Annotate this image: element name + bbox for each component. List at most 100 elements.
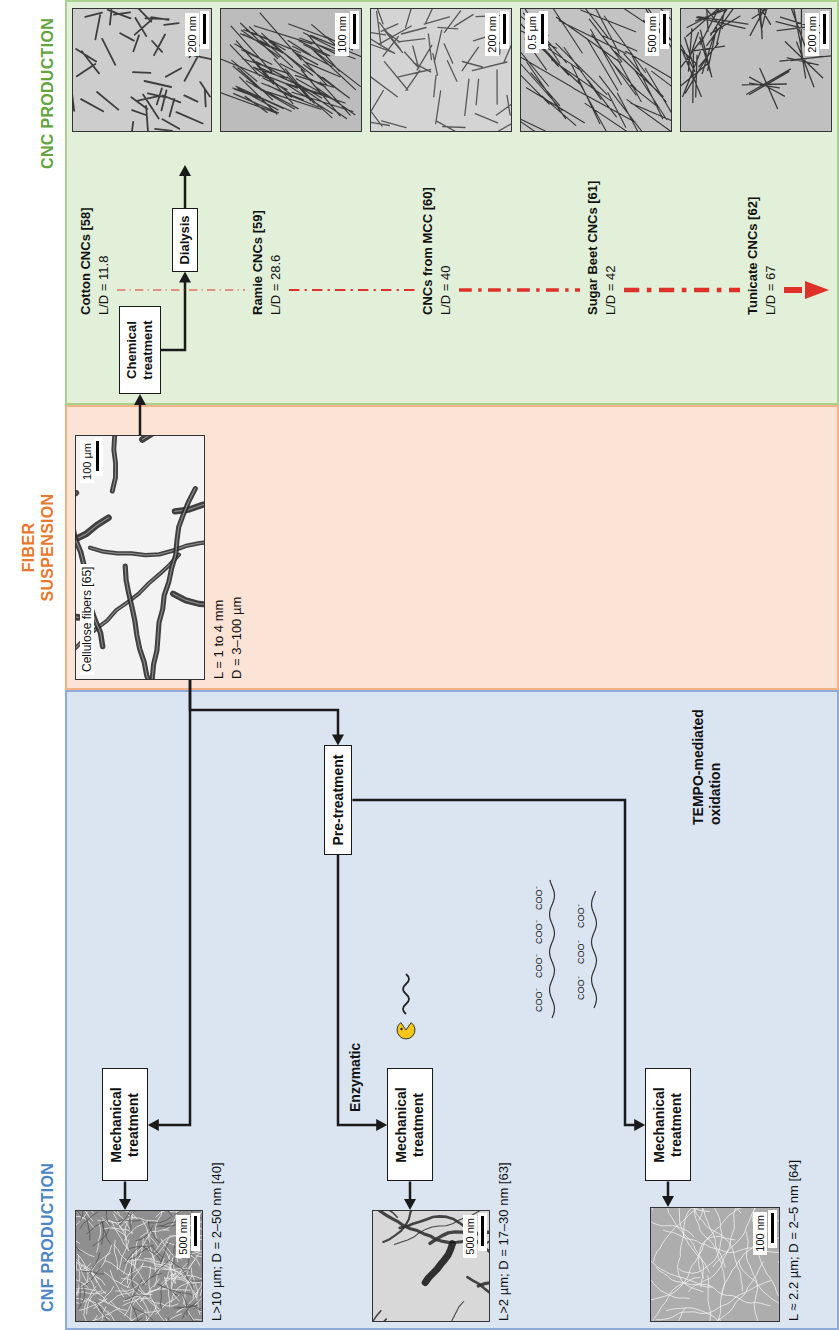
pretreatment-label: TEMPO-mediated oxidation bbox=[690, 700, 724, 825]
fibril-strands bbox=[400, 1302, 463, 1322]
scale-bar bbox=[194, 1216, 197, 1246]
cnc-micrograph: 0.5 µm 500 nm bbox=[520, 8, 672, 132]
process-box: Mechanical treatment bbox=[102, 1069, 148, 1182]
scale-bar bbox=[503, 14, 506, 44]
carboxyl-label: COO⁻ bbox=[534, 954, 545, 978]
dimension-caption: L ≈ 2.2 µm; D = 2–5 nm [64] bbox=[786, 1160, 802, 1321]
cnc-panel: CNC PRODUCTIONChemical treatmentDialysis… bbox=[65, 0, 839, 405]
cnc-micrograph: 200 nm bbox=[680, 8, 832, 132]
process-label: Dialysis bbox=[177, 215, 193, 264]
panel-heading: FIBER SUSPENSION bbox=[19, 488, 57, 608]
fibril-strands bbox=[76, 1211, 202, 1321]
aspect-ratio-label: L/D = 40 bbox=[438, 265, 454, 315]
cnf-micrograph: 500 nmL>2 µm; D = 17–30 nm [63] bbox=[372, 1210, 490, 1322]
fibril-strands bbox=[76, 493, 77, 627]
scale-bar bbox=[203, 14, 206, 44]
scale-bar-patch bbox=[768, 1210, 777, 1248]
scale-bar-label: 200 nm bbox=[185, 13, 199, 56]
fibril-strands bbox=[173, 594, 204, 668]
carboxyl-label: COO⁻ bbox=[534, 886, 545, 910]
fibril-strands bbox=[110, 436, 135, 491]
cnc-source-label: Tunicate CNCs [62] bbox=[745, 197, 761, 315]
process-box: Chemical treatment bbox=[119, 306, 160, 394]
carboxyl-label: COO⁻ bbox=[534, 988, 545, 1012]
scale-bar-label: 100 µm bbox=[80, 440, 94, 483]
fibril-strands bbox=[142, 436, 204, 440]
scale-bar-label: 500 nm bbox=[463, 1215, 477, 1258]
aspect-ratio-label: L/D = 67 bbox=[763, 265, 779, 315]
flow-line bbox=[409, 1182, 412, 1203]
scale-bar bbox=[823, 14, 826, 44]
fiber-panel: FIBER SUSPENSIONCellulose fibers [65]100… bbox=[65, 405, 839, 690]
fibril-strands bbox=[142, 436, 204, 440]
scale-bar-label: 200 nm bbox=[485, 13, 499, 56]
fibril-strands bbox=[125, 566, 204, 679]
fibril-strands bbox=[73, 9, 211, 131]
fibril-strands bbox=[221, 13, 361, 118]
fibril-strands bbox=[425, 1244, 452, 1283]
fibril-strands bbox=[173, 594, 204, 668]
fibril-strands bbox=[478, 1245, 489, 1286]
fibril-strands bbox=[521, 9, 671, 131]
fibril-strands bbox=[373, 1311, 381, 1321]
process-label: Mechanical treatment bbox=[108, 1078, 142, 1173]
scale-bar-label: 100 nm bbox=[335, 13, 349, 56]
aspect-ratio-label: L/D = 42 bbox=[603, 265, 619, 315]
flow-line bbox=[139, 402, 142, 435]
fibril-strands bbox=[76, 616, 78, 644]
fibril-strands bbox=[651, 1208, 779, 1321]
scale-bar bbox=[541, 14, 544, 44]
scale-bar-label: 500 nm bbox=[645, 13, 659, 56]
cnf-micrograph: 500 nmL>10 µm; D = 2–50 nm [40] bbox=[75, 1210, 203, 1322]
cnc-micrograph: 200 nm bbox=[72, 8, 212, 132]
panel-heading: CNC PRODUCTION bbox=[38, 18, 57, 169]
scale-bar-patch bbox=[191, 1213, 200, 1251]
fibril-strands bbox=[150, 489, 195, 679]
cnc-micrograph: 200 nm bbox=[370, 8, 512, 132]
enzyme-eye bbox=[400, 1028, 402, 1030]
cnc-source-label: Ramie CNCs [59] bbox=[250, 210, 266, 315]
scale-bar bbox=[663, 14, 666, 44]
fiber-micrograph: Cellulose fibers [65]100 µmL = 1 to 4 mm… bbox=[75, 435, 205, 680]
carboxyl-label: COO⁻ bbox=[576, 904, 587, 928]
image-title: Cellulose fibers [65] bbox=[80, 564, 94, 675]
scale-bar-label: 0.5 µm bbox=[525, 13, 539, 53]
process-label: Mechanical treatment bbox=[651, 1078, 685, 1173]
process-label: Chemical treatment bbox=[124, 313, 155, 387]
scale-bar-label: 500 nm bbox=[176, 1215, 190, 1258]
scale-bar-patch bbox=[94, 438, 103, 476]
aspect-ratio-label: L/D = 28.6 bbox=[268, 255, 284, 315]
fibril-strands bbox=[373, 1319, 386, 1321]
carboxyl-label: COO⁻ bbox=[534, 920, 545, 944]
pretreatment-label: Enzymatic bbox=[347, 1043, 364, 1112]
fibril-strands bbox=[681, 9, 831, 109]
fibril-strands bbox=[373, 1211, 464, 1243]
fibril-strands bbox=[125, 566, 204, 679]
cnc-source-label: CNCs from MCC [60] bbox=[420, 187, 436, 315]
fibril-strands bbox=[76, 493, 77, 627]
fibril-strands bbox=[371, 9, 511, 131]
scale-bar-patch bbox=[350, 11, 359, 49]
carboxyl-label: COO⁻ bbox=[576, 940, 587, 964]
fibril-strands bbox=[76, 616, 78, 644]
fibril-strands bbox=[76, 1211, 202, 1321]
cnf-micrograph: 100 nmL ≈ 2.2 µm; D = 2–5 nm [64] bbox=[650, 1207, 780, 1322]
process-label: Pre-treatment bbox=[330, 754, 347, 845]
scale-bar bbox=[771, 1213, 774, 1243]
process-label: Mechanical treatment bbox=[393, 1078, 427, 1173]
panel-heading: CNF PRODUCTION bbox=[38, 1163, 57, 1312]
scale-bar-label: 200 nm bbox=[805, 13, 819, 56]
cnc-source-label: Cotton CNCs [58] bbox=[78, 207, 94, 315]
dimension-caption: D = 3–100 µm bbox=[229, 597, 245, 679]
flow-line bbox=[124, 1182, 127, 1203]
micrograph-image bbox=[76, 436, 204, 679]
scale-bar-label: 100 nm bbox=[753, 1212, 767, 1255]
dimension-caption: L = 1 to 4 mm bbox=[211, 600, 227, 679]
scale-bar-patch bbox=[478, 1213, 487, 1251]
fibril-strands bbox=[467, 1277, 489, 1321]
process-box: Pre-treatment bbox=[324, 745, 353, 854]
fibril-strands bbox=[110, 436, 135, 491]
process-box: Mechanical treatment bbox=[387, 1069, 433, 1182]
carboxyl-label: COO⁻ bbox=[576, 976, 587, 1000]
